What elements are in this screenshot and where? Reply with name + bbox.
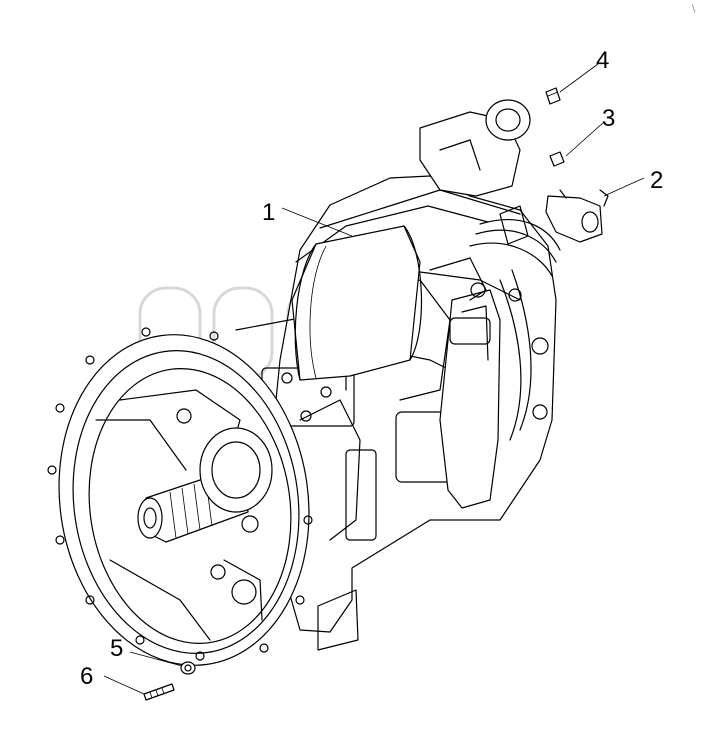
part-2-valve — [545, 189, 609, 243]
leader-lines — [103, 63, 645, 695]
callout-3: 3 — [602, 105, 615, 132]
callout-4: 4 — [596, 47, 609, 74]
leader-6 — [103, 675, 145, 695]
corner-mark: ∖ — [690, 4, 696, 15]
callout-6: 6 — [80, 663, 93, 690]
part-6-stud — [143, 683, 175, 701]
callout-2: 2 — [650, 167, 663, 194]
leader-1 — [281, 207, 353, 237]
shift-control-unit — [419, 99, 561, 509]
leader-4 — [559, 63, 599, 93]
leader-5 — [129, 651, 183, 667]
part-5-washer — [180, 661, 196, 675]
callout-1: 1 — [262, 199, 275, 226]
leader-3 — [565, 121, 605, 157]
leader-2 — [603, 177, 645, 197]
flange-bolt-holes — [47, 327, 313, 661]
main-cylinder — [291, 225, 423, 381]
callout-5: 5 — [110, 635, 123, 662]
part-3-fitting — [549, 151, 565, 167]
input-shaft — [137, 408, 273, 605]
part-4-fitting — [545, 87, 561, 105]
